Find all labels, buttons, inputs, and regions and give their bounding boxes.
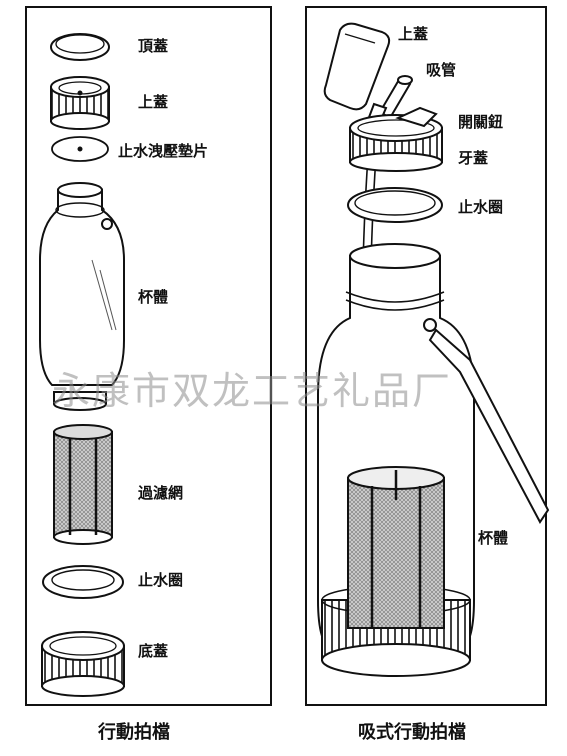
label-right-upper-lid: 上蓋 [398, 25, 429, 43]
caption-right: 吸式行動拍檔 [358, 722, 466, 743]
label-bottom-cap: 底蓋 [138, 642, 169, 660]
threaded-cap-part [349, 106, 443, 172]
label-straw: 吸管 [426, 61, 457, 79]
label-right-bottle-body: 杯體 [478, 529, 509, 547]
label-switch-button: 開關鈕 [458, 113, 504, 131]
caption-left: 行動拍檔 [98, 722, 170, 743]
label-filter-mesh: 過濾網 [138, 484, 184, 502]
label-right-seal-ring: 止水圈 [458, 198, 504, 216]
flip-lid-part [323, 22, 391, 111]
label-seal-ring: 止水圈 [138, 571, 184, 589]
lanyard-strap [423, 318, 550, 524]
bottle-body-part [39, 182, 125, 411]
label-top-lid: 頂蓋 [138, 37, 169, 55]
right-filter-mesh-part [347, 466, 445, 629]
right-seal-ring-part [347, 187, 443, 223]
seal-ring-part [42, 565, 124, 599]
label-leak-gasket: 止水洩壓墊片 [118, 142, 209, 160]
top-lid-part [50, 33, 110, 61]
upper-lid-part [50, 76, 110, 130]
filter-mesh-part [53, 424, 113, 545]
gasket-part [51, 136, 109, 162]
bottom-cap-part [41, 631, 125, 697]
label-upper-lid: 上蓋 [138, 93, 169, 111]
label-bottle-body: 杯體 [138, 288, 169, 306]
watermark-text: 永康市双龙工艺礼品厂 [52, 369, 453, 413]
label-threaded-cap: 牙蓋 [458, 149, 489, 167]
